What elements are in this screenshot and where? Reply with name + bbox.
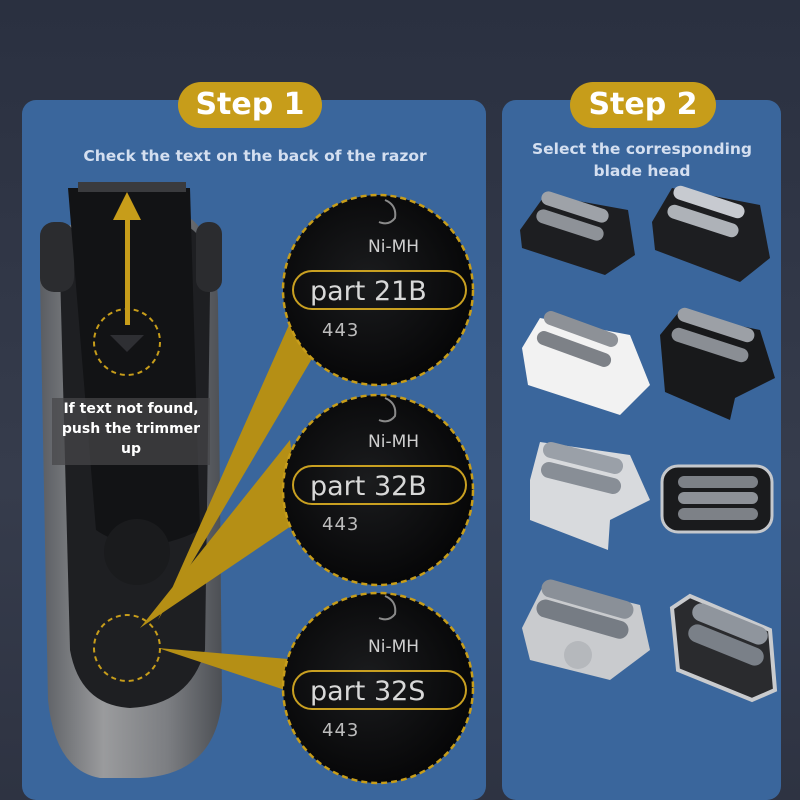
- lens-3: [281, 591, 475, 785]
- blade-head-4: [660, 307, 775, 420]
- trimmer-note: If text not found, push the trimmer up: [52, 398, 210, 465]
- razor-head-right: [196, 222, 222, 292]
- arrow-shaft: [125, 215, 130, 325]
- lens2-chem-text: Ni-MH: [368, 432, 420, 452]
- arrow-up-icon: [113, 192, 141, 220]
- blade-head-3: [522, 311, 650, 415]
- lens1-chem-text: Ni-MH: [368, 237, 420, 257]
- blade-head-2: [652, 185, 770, 282]
- blade-head-5: [530, 442, 650, 550]
- back-text-highlight: [93, 614, 161, 682]
- step1-badge: Step 1: [178, 82, 322, 128]
- step2-badge: Step 2: [570, 82, 716, 128]
- blade-head-7: [522, 579, 650, 680]
- trimmer-teeth: [78, 182, 186, 192]
- blade-head-8: [669, 593, 778, 703]
- blade-heads: [520, 185, 778, 703]
- power-button: [104, 519, 170, 585]
- lens2-code: 443: [322, 514, 360, 535]
- blade-head-6: [660, 464, 774, 534]
- step2-caption-line1: Select the corresponding: [531, 140, 753, 158]
- lens-1: [281, 193, 475, 387]
- lens3-chem-text: Ni-MH: [368, 637, 420, 657]
- step1-caption: Check the text on the back of the razor: [83, 147, 427, 165]
- blade-head-1: [520, 191, 635, 275]
- switch-grip-icon: [110, 335, 144, 352]
- lens1-part-box: part 21B: [292, 270, 467, 310]
- beam-2: [140, 440, 300, 628]
- beam-1: [158, 300, 320, 620]
- lens2-part-box: part 32B: [292, 465, 467, 505]
- recycle-icon-1: [378, 199, 397, 225]
- razor-head-left: [40, 222, 74, 292]
- lens1-code: 443: [322, 320, 360, 341]
- beam-3: [158, 648, 300, 695]
- lens3-code: 443: [322, 720, 360, 741]
- lens3-part-box: part 32S: [292, 670, 467, 710]
- step2-caption: Select the corresponding blade head: [505, 138, 779, 182]
- recycle-icon-2: [378, 397, 397, 423]
- recycle-icon-3: [378, 595, 397, 621]
- lens-2: [281, 393, 475, 587]
- step2-caption-line2: blade head: [593, 162, 691, 180]
